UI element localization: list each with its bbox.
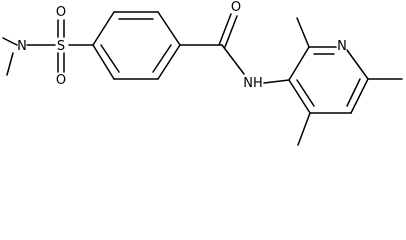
atom-label-amide-nh: NH [243,76,263,91]
atom-label-carbonyl-o: O [231,0,241,15]
bond-ring-inner-2 [152,44,172,73]
bond-pyr-inner-2 [346,78,361,107]
bond-methyl-4-position [297,112,311,146]
bond-ring-6 [92,44,115,80]
bond-carbonyl-to-nh [221,44,245,75]
atom-label-sulfur: S [57,39,65,54]
bond-pyr-inner-3 [296,79,315,107]
bond-pyr-3 [346,49,369,80]
bond-ring-4 [157,44,181,80]
bond-ring-1 [92,11,115,46]
molecule-canvas: N S O O O NH N [2,0,403,146]
atom-label-sulfonyl-o-lower: O [56,73,66,88]
bond-ring-3 [157,11,181,46]
bond-pyr-1 [288,46,310,81]
bond-pyr-6 [288,79,311,114]
bond-methyl-2-to-n [6,52,14,76]
bond-carbonyl-a [218,13,232,46]
atom-label-sulfonyl-o-upper: O [56,5,66,20]
structure-diagram: N S O O O NH N [2,0,403,146]
atom-label-sulfonamide-n: N [17,39,27,54]
bond-ring-inner-3 [100,44,120,73]
atom-label-pyridine-n: N [337,39,347,54]
bond-carbonyl-b [224,15,238,48]
bond-pyr-4 [350,78,369,114]
bond-methyl-2-position [296,17,310,48]
bond-nh-to-pyridine [263,79,290,84]
bond-methyl-1-to-n [2,37,18,46]
